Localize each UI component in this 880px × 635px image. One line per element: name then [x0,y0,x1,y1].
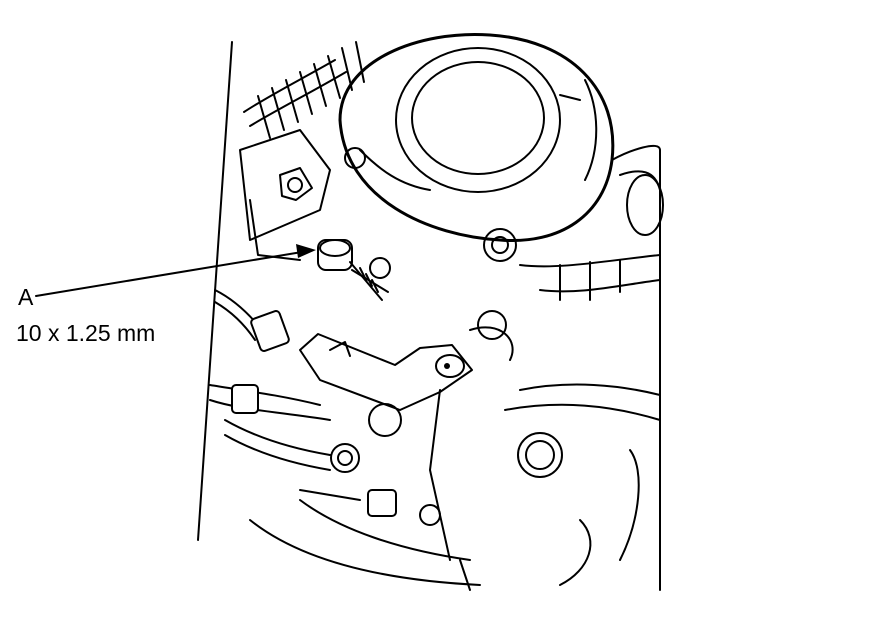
mounting-bracket [299,333,473,411]
callout-letter: A [18,284,34,310]
round-cover [338,32,615,262]
bolt-a [317,239,391,301]
right-housing [519,144,664,591]
lower-housing [249,310,661,591]
wire-harness [209,289,441,526]
upper-bracket [239,129,331,261]
callout-leader [35,244,316,297]
bolt-size-label: 10 x 1.25 mm [16,320,156,346]
